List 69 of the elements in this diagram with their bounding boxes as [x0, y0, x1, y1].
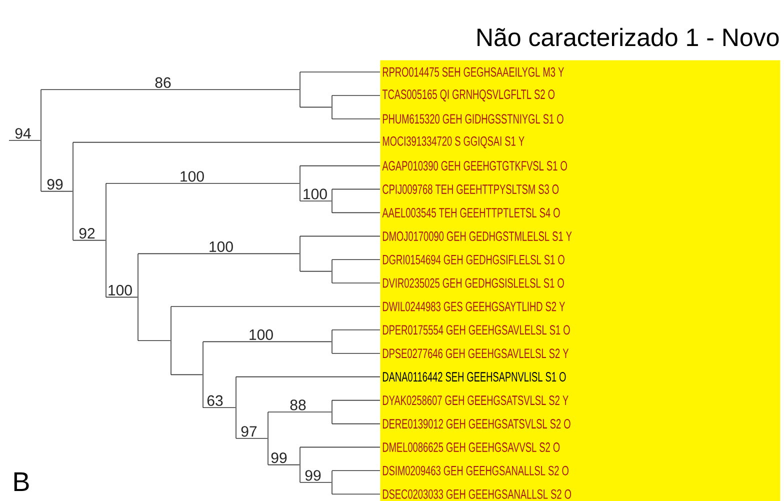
leaf-label: PHUM615320 GEH GIDHGSSTNIYGL S1 O: [382, 114, 564, 124]
tree-branch: [106, 296, 138, 298]
leaf-label: RPRO014475 SEH GEGHSAAEILYGL M3 Y: [382, 67, 564, 77]
tree-branch: [332, 400, 380, 401]
tree-branch: [236, 438, 268, 439]
tree-branch: [332, 118, 380, 120]
leaf-label: DPER0175554 GEH GEEHGSAVLELSL S1 O: [382, 325, 570, 335]
leaf-label: DSEC0203033 GEH GEEHGSANALLSL S2 O: [382, 489, 572, 499]
tree-branch: [236, 376, 380, 378]
edge-label: 99: [47, 178, 63, 190]
leaf-label: DYAK0258607 GEH GEEHGSATSVLSL S2 Y: [382, 396, 568, 406]
tree-branch: [332, 423, 380, 424]
edge-label: 100: [250, 329, 273, 340]
tree-branch: [170, 306, 380, 307]
tree-branch: [300, 270, 332, 272]
tree-branch: [300, 446, 380, 448]
leaf-label: DMOJ0170090 GEH GEDHGSTMLELSL S1 Y: [382, 231, 572, 241]
tree-branch: [300, 200, 332, 202]
edge-label: 99: [305, 470, 321, 481]
tree-branch: [300, 482, 332, 483]
leaf-label: MOCI391334720 S GGIQSAI S1 Y: [382, 136, 524, 148]
tree-branch: [138, 340, 171, 341]
edge-label: 88: [290, 400, 306, 410]
tree-branch: [138, 253, 300, 254]
tree-branch: [170, 374, 203, 376]
edge-label: 100: [180, 171, 204, 182]
tree-branch: [72, 142, 380, 143]
tree-branch: [40, 89, 300, 90]
leaf-label: DERE0139012 GEH GEEHGSATSVLSL S2 O: [382, 419, 570, 429]
tree-branch: [332, 188, 380, 190]
tree-branch: [332, 282, 380, 284]
tree-branch: [332, 212, 380, 214]
edge-label: 99: [271, 452, 287, 464]
tree-branch: [268, 464, 300, 466]
edge-label: 86: [155, 77, 171, 88]
title: Não caracterizado 1 - Novo: [478, 28, 779, 46]
tree-branch: [106, 183, 300, 184]
edge-label: 97: [241, 426, 257, 437]
leaf-label: DGRI0154694 GEH GEDHGSIFLELSL S1 O: [382, 254, 564, 264]
leaf-label: TCAS005165 QI GRNHQSVLGFLTL S2 O: [382, 90, 555, 102]
tree-branch: [202, 407, 236, 408]
tree-branch: [332, 353, 380, 354]
tree-branch: [72, 240, 106, 241]
tree-branch: [40, 190, 73, 192]
tree-branch: [332, 470, 380, 471]
tree-branch: [332, 259, 380, 260]
edge-label: 94: [15, 128, 31, 139]
edge-label: 100: [108, 284, 132, 296]
tree-branch: [8, 140, 41, 141]
leaf-label: CPIJ009768 TEH GEEHTTPYSLTSM S3 O: [382, 184, 559, 194]
highlight-band: [380, 60, 780, 501]
leaf-label: DWIL0244983 GES GEEHGSAYTLIHD S2 Y: [382, 302, 565, 312]
leaf-label: DMEL0086625 GEH GEEHGSAVVSL S2 O: [382, 442, 560, 452]
edge-label: 100: [210, 241, 233, 252]
tree-branch: [300, 236, 380, 237]
leaf-label: AGAP010390 GEH GEEHGTGTKFVSL S1 O: [382, 161, 567, 171]
tree-branch: [300, 165, 380, 166]
edge-label: 92: [79, 228, 95, 239]
leaf-label: DPSE0277646 GEH GEEHGSAVLELSL S2 Y: [382, 348, 569, 358]
panel-letter: B: [14, 472, 29, 491]
tree-branch: [202, 341, 332, 342]
tree-branch: [332, 95, 380, 96]
leaf-label: DVIR0235025 GEH GEDHGSISLELSL S1 O: [382, 278, 564, 288]
leaf-label: DSIM0209463 GEH GEEHGSANALLSL S2 O: [382, 466, 568, 476]
edge-label: 63: [207, 395, 223, 406]
leaf-label: DANA0116442 SEH GEEHSAPNVLISL S1 O: [382, 372, 566, 382]
edge-label: 100: [304, 188, 327, 200]
tree-branch: [300, 106, 332, 108]
leaf-label: AAEL003545 TEH GEEHTTPTLETSL S4 O: [382, 208, 560, 218]
